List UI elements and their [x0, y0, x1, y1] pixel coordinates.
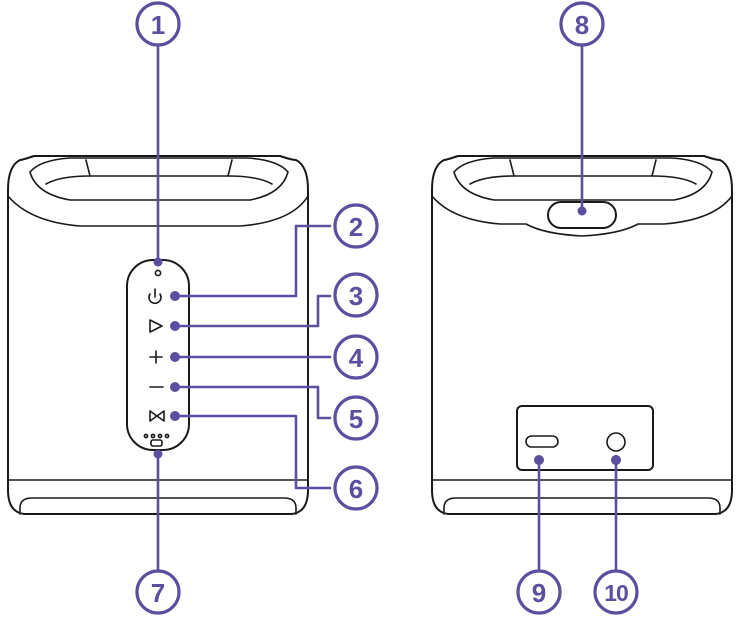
- callout-8: 8: [561, 3, 603, 45]
- callout-7: 7: [137, 571, 179, 613]
- callout-1: 1: [137, 3, 179, 45]
- callout-9: 9: [518, 571, 560, 613]
- callout-10: 10: [595, 571, 637, 613]
- callout-4: 4: [335, 336, 377, 378]
- callout-label-2: 2: [349, 212, 363, 242]
- callout-2: 2: [335, 205, 377, 247]
- callout-label-4: 4: [349, 343, 364, 373]
- callout-label-3: 3: [349, 281, 363, 311]
- callout-5: 5: [335, 397, 377, 439]
- callout-label-8: 8: [575, 10, 589, 40]
- callout-label-6: 6: [349, 474, 363, 504]
- callout-label-5: 5: [349, 404, 363, 434]
- callout-label-10: 10: [604, 580, 628, 606]
- callout-label-1: 1: [151, 10, 165, 40]
- callout-label-7: 7: [151, 578, 165, 608]
- callout-label-9: 9: [532, 578, 546, 608]
- callout-3: 3: [335, 274, 377, 316]
- control-panel: [127, 260, 189, 450]
- callout-6: 6: [335, 467, 377, 509]
